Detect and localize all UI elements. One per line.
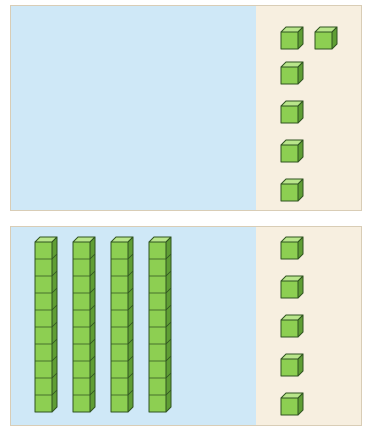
ones-cube [281, 276, 303, 298]
ones-cube [281, 354, 303, 376]
top-ones-cubes [256, 6, 361, 210]
ones-cube [281, 101, 303, 123]
ones-cube [281, 315, 303, 337]
ones-cube [281, 27, 303, 49]
top-tens-column [11, 6, 256, 210]
bottom-tens-rods [11, 227, 256, 425]
top-ones-column [256, 6, 361, 210]
tens-rod [111, 237, 133, 412]
tens-rod [35, 237, 57, 412]
bottom-ones-cubes [256, 227, 361, 425]
bottom-tens-column [11, 227, 256, 425]
ones-cube [281, 62, 303, 84]
bottom-place-value-panel [10, 226, 362, 426]
tens-rod [73, 237, 95, 412]
bottom-ones-column [256, 227, 361, 425]
ones-cube [315, 27, 337, 49]
top-place-value-panel [10, 5, 362, 211]
ones-cube [281, 393, 303, 415]
ones-cube [281, 179, 303, 201]
tens-rod [149, 237, 171, 412]
ones-cube [281, 237, 303, 259]
ones-cube [281, 140, 303, 162]
